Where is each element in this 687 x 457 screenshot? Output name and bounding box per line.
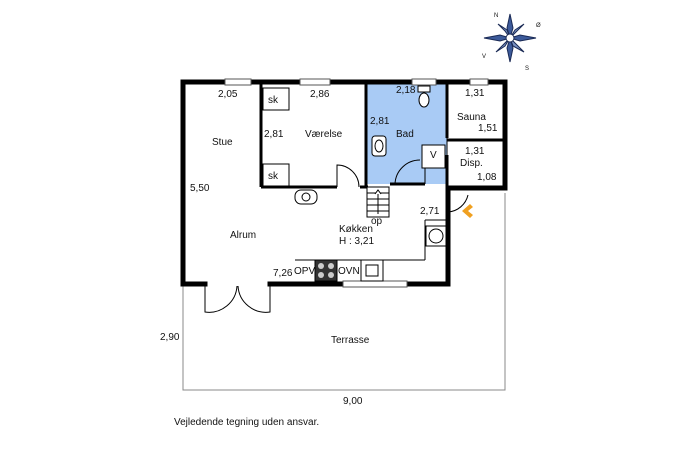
compass-north: N bbox=[494, 13, 498, 19]
room-vaerelse: Værelse bbox=[305, 129, 343, 140]
compass-west: V bbox=[482, 54, 486, 60]
dim-sauna-h: 1,51 bbox=[478, 123, 498, 134]
kokken-height: H : 3,21 bbox=[339, 236, 374, 247]
room-disp: Disp. bbox=[460, 158, 483, 169]
dim-disp-w: 1,31 bbox=[465, 146, 485, 157]
compass-south: S bbox=[525, 66, 529, 72]
dim-sauna-w: 1,31 bbox=[465, 88, 485, 99]
room-sauna: Sauna bbox=[457, 112, 486, 123]
doors bbox=[204, 138, 469, 313]
stove-burners bbox=[318, 263, 334, 278]
dishwasher-label: OPV bbox=[294, 266, 315, 277]
entrance-arrow-icon bbox=[462, 204, 473, 218]
windows bbox=[224, 78, 489, 288]
oven-label: OVN bbox=[338, 266, 360, 277]
bathroom-fixtures bbox=[371, 85, 446, 169]
closets bbox=[262, 87, 290, 187]
dim-vaerelse-w: 2,86 bbox=[310, 89, 330, 100]
room-bad: Bad bbox=[396, 129, 414, 140]
stairs bbox=[366, 186, 390, 218]
dim-terrasse-w: 9,00 bbox=[343, 396, 363, 407]
dim-bad-w: 2,18 bbox=[396, 85, 416, 96]
room-stue: Stue bbox=[212, 137, 233, 148]
disclaimer-text: Vejledende tegning uden ansvar. bbox=[174, 417, 320, 428]
interior-walls bbox=[259, 82, 505, 189]
dim-terrasse-h: 2,90 bbox=[160, 332, 180, 343]
terrace-outline bbox=[182, 193, 506, 391]
dim-disp-h: 1,08 bbox=[477, 172, 497, 183]
dim-stue-w: 2,05 bbox=[218, 89, 238, 100]
dim-alrum-w: 7,26 bbox=[273, 268, 293, 279]
washer-label: V bbox=[430, 150, 437, 161]
room-kokken: Køkken bbox=[339, 224, 373, 235]
stairs-label: op bbox=[371, 216, 383, 227]
dim-kokken: 2,71 bbox=[420, 206, 440, 217]
closet-label-top: sk bbox=[268, 95, 279, 106]
dim-stue-h: 5,50 bbox=[190, 183, 210, 194]
compass-icon bbox=[483, 13, 537, 63]
room-terrasse: Terrasse bbox=[331, 335, 370, 346]
closet-label-bottom: sk bbox=[268, 171, 279, 182]
dim-bad-h: 2,81 bbox=[370, 116, 390, 127]
room-alrum: Alrum bbox=[230, 230, 256, 241]
compass-east: Ø bbox=[536, 23, 541, 29]
dim-vaerelse-h: 2,81 bbox=[264, 129, 284, 140]
